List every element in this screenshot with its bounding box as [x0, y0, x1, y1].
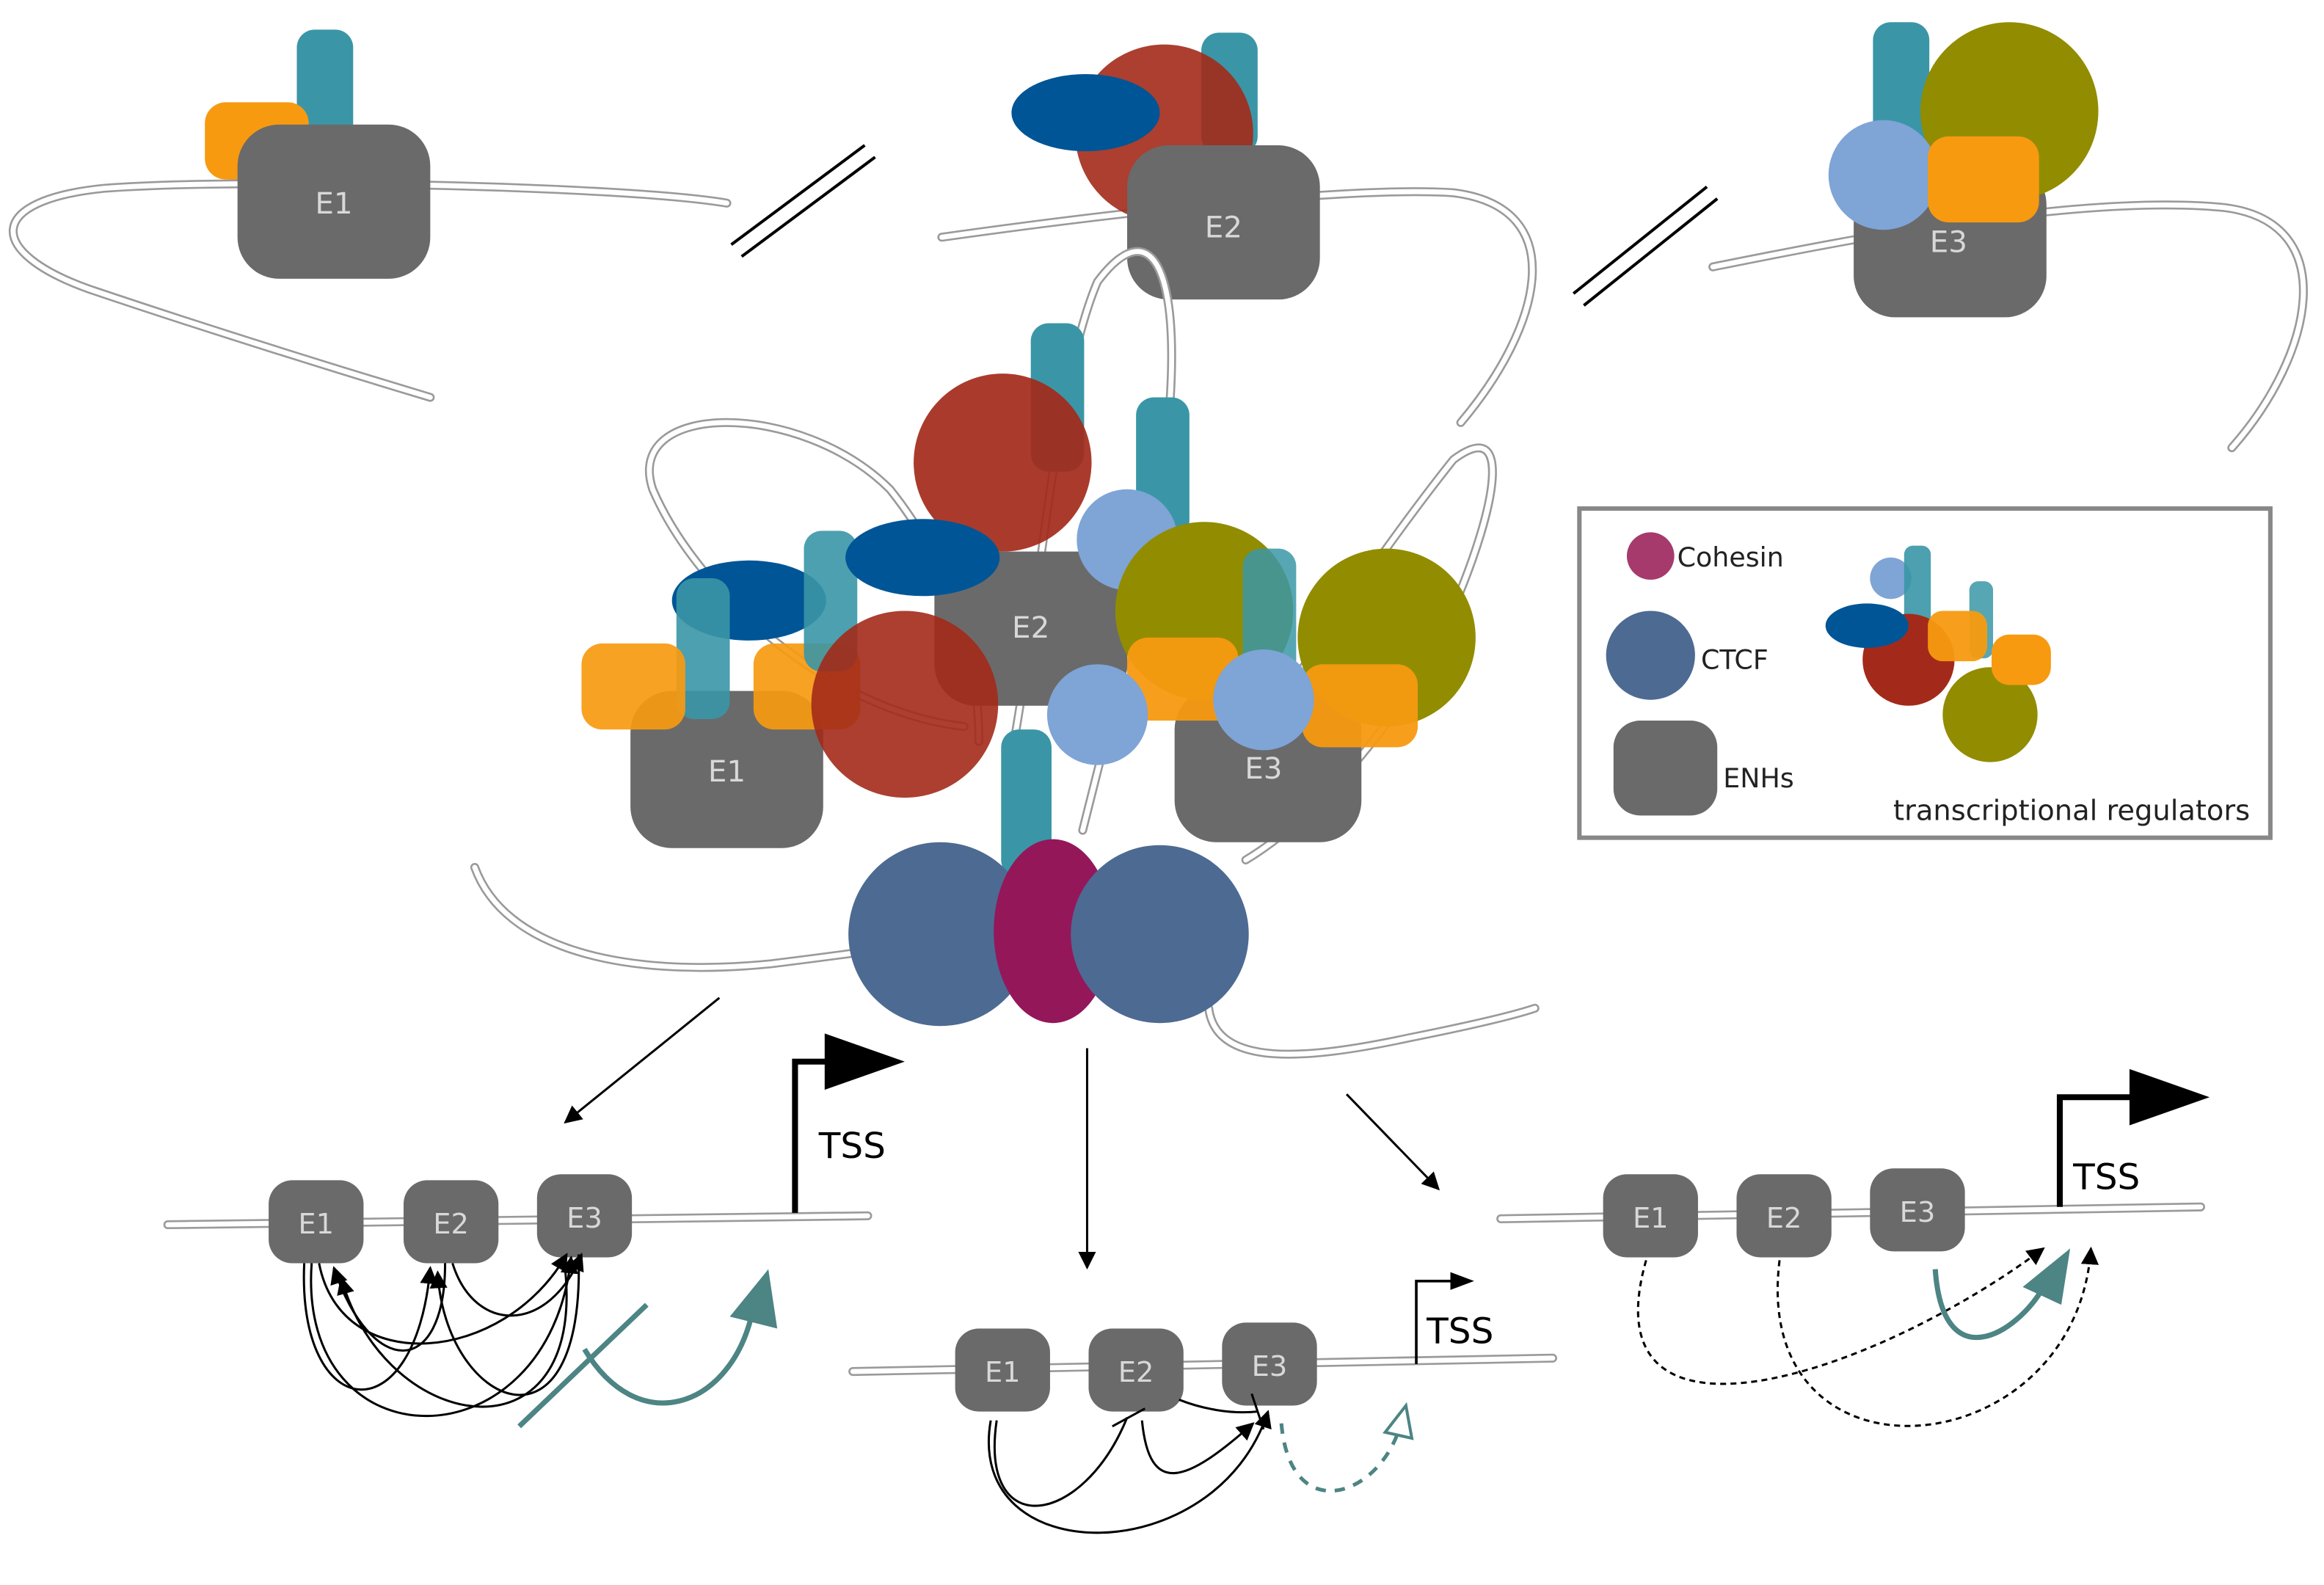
enhancer-label: E3	[1252, 1350, 1288, 1383]
repression-bar	[517, 1302, 649, 1429]
tss-label: TSS	[818, 1126, 886, 1167]
enhancer-e2	[1088, 1328, 1184, 1412]
navy-regulator	[845, 519, 1000, 597]
enhancer-e1	[1603, 1174, 1698, 1258]
legend-box: Cohesin CTCF ENHs transcriptional regula…	[1577, 506, 2273, 840]
activation-arrow	[1932, 1269, 2046, 1341]
break-mark	[730, 144, 1719, 307]
red-regulator	[811, 611, 999, 798]
enhancer-label: E2	[1205, 209, 1242, 244]
teal-regulator	[1001, 729, 1052, 878]
ctcf-protein	[848, 842, 1032, 1027]
enhancer-label: E2	[1766, 1202, 1802, 1235]
enhancer-label: E3	[1245, 751, 1282, 786]
enhancer-e1-top	[237, 124, 431, 279]
enhancer-label: E3	[567, 1202, 602, 1235]
regulator-cluster-icon	[1825, 545, 2051, 762]
enhancer-label: E1	[1633, 1202, 1669, 1235]
enhancer-e2	[1736, 1174, 1832, 1258]
orange-regulator	[1928, 136, 2039, 223]
legend-cohesin-label: Cohesin	[1678, 542, 1784, 573]
activation-arrow	[582, 1319, 754, 1406]
cohesin-legend-swatch	[1626, 532, 1675, 580]
light-blue-regulator	[1213, 649, 1314, 751]
legend-regulators-label: transcriptional regulators	[1893, 794, 2250, 827]
enhancer-label: E1	[985, 1356, 1021, 1389]
scenario-left: E1 E2 E3 TSS	[163, 1033, 905, 1429]
tss-label: TSS	[2072, 1157, 2140, 1198]
enhancer-e2-top	[1127, 145, 1320, 300]
enhancer-label: E1	[708, 754, 746, 789]
light-blue-regulator	[1828, 120, 1939, 230]
orange-regulator	[1127, 637, 1239, 721]
tss-arrow	[2056, 1094, 2136, 1207]
navy-regulator	[1011, 74, 1160, 152]
orange-regulator	[581, 643, 685, 730]
enhancer-hub-cluster: E1 E2 E3	[470, 247, 1540, 1059]
light-blue-regulator	[1046, 664, 1148, 765]
enhancer-e1	[269, 1180, 364, 1264]
enhancer-label: E2	[433, 1208, 469, 1241]
enhancer-label: E3	[1930, 224, 1967, 259]
enhancer-label: E2	[1012, 610, 1049, 645]
enhancer-label: E2	[1118, 1356, 1154, 1389]
scenario-right: E1 E2 E3 TSS	[1496, 1068, 2210, 1427]
enhancer-e2	[403, 1180, 499, 1264]
enhancer-e3	[1870, 1168, 1965, 1252]
enhancer-e3	[536, 1174, 633, 1258]
tss-arrow	[1415, 1279, 1454, 1364]
legend-ctcf-label: CTCF	[1701, 644, 1769, 675]
enhancer-label: E1	[315, 186, 352, 221]
activation-arrow-dashed	[1279, 1423, 1402, 1493]
scenario-middle: E1 E2 E3 TSS	[848, 1272, 1557, 1534]
tss-label: TSS	[1426, 1311, 1493, 1352]
ctcf-protein	[1071, 845, 1249, 1024]
red-regulator	[914, 374, 1092, 552]
legend-enhancers-label: ENHs	[1723, 762, 1793, 794]
top-row-separated-enhancers: E1 E2 E3	[9, 22, 2308, 453]
enhancer-e1	[955, 1328, 1050, 1412]
ctcf-legend-swatch	[1606, 611, 1695, 700]
teal-regulator	[676, 578, 730, 719]
enhancer-label: E3	[1900, 1196, 1936, 1229]
enhancer-e3	[1222, 1322, 1317, 1406]
enhancer-e1-hub	[630, 691, 823, 848]
outcome-arrows	[564, 996, 1440, 1270]
teal-regulator	[296, 29, 354, 141]
orange-regulator	[1302, 664, 1418, 748]
enhancer-label: E1	[298, 1208, 334, 1241]
enhancer-legend-swatch	[1613, 721, 1718, 816]
